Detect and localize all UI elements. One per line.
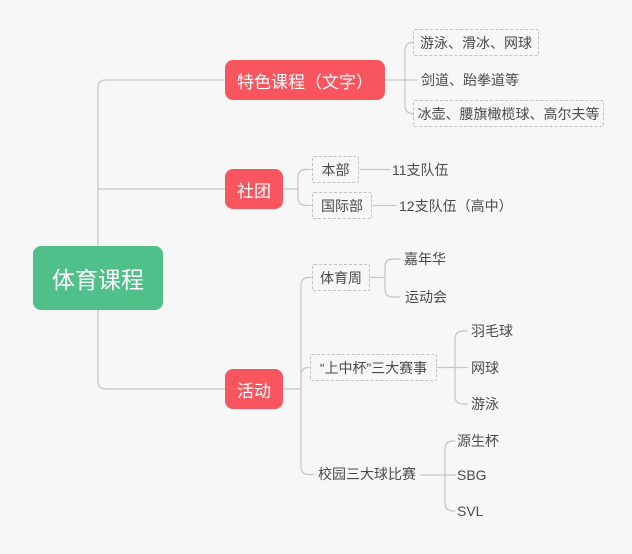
leaf-text-tennis[interactable]: 网球 — [471, 360, 499, 376]
leaf-text-carnival[interactable]: 嘉年华 — [404, 251, 446, 267]
root-node[interactable]: 体育课程 — [33, 246, 163, 310]
leaf-text-svl[interactable]: SVL — [457, 503, 484, 519]
leaf-text-sports-meet[interactable]: 运动会 — [405, 289, 447, 305]
leaf-text-swimming[interactable]: 游泳 — [471, 396, 499, 412]
branch-node-activities[interactable]: 活动 — [225, 369, 283, 409]
child-box-swimming-skating-tennis[interactable]: 游泳、滑冰、网球 — [413, 29, 539, 56]
branch-node-special-courses[interactable]: 特色课程（文字） — [225, 60, 385, 100]
child-box-curling-flagfootball-golf[interactable]: 冰壶、腰旗橄榄球、高尔夫等 — [413, 100, 604, 127]
child-text-campus-three-ball-games[interactable]: 校园三大球比赛 — [318, 466, 416, 482]
leaf-text-yuansheng-cup[interactable]: 源生杯 — [457, 433, 499, 449]
branch-node-clubs[interactable]: 社团 — [225, 169, 283, 209]
leaf-text-sbg[interactable]: SBG — [457, 467, 487, 483]
leaf-text-12-teams-high-school[interactable]: 12支队伍（高中） — [399, 198, 513, 214]
leaf-text-badminton[interactable]: 羽毛球 — [471, 323, 513, 339]
leaf-text-11-teams[interactable]: 11支队伍 — [392, 162, 449, 178]
child-box-main-campus[interactable]: 本部 — [312, 156, 359, 183]
child-text-kendo-taekwondo[interactable]: 剑道、跆拳道等 — [421, 72, 519, 88]
child-box-international-division[interactable]: 国际部 — [312, 192, 372, 219]
child-box-shangzhong-cup-events[interactable]: “上中杯”三大赛事 — [310, 354, 437, 381]
child-box-sports-week[interactable]: 体育周 — [312, 264, 370, 291]
